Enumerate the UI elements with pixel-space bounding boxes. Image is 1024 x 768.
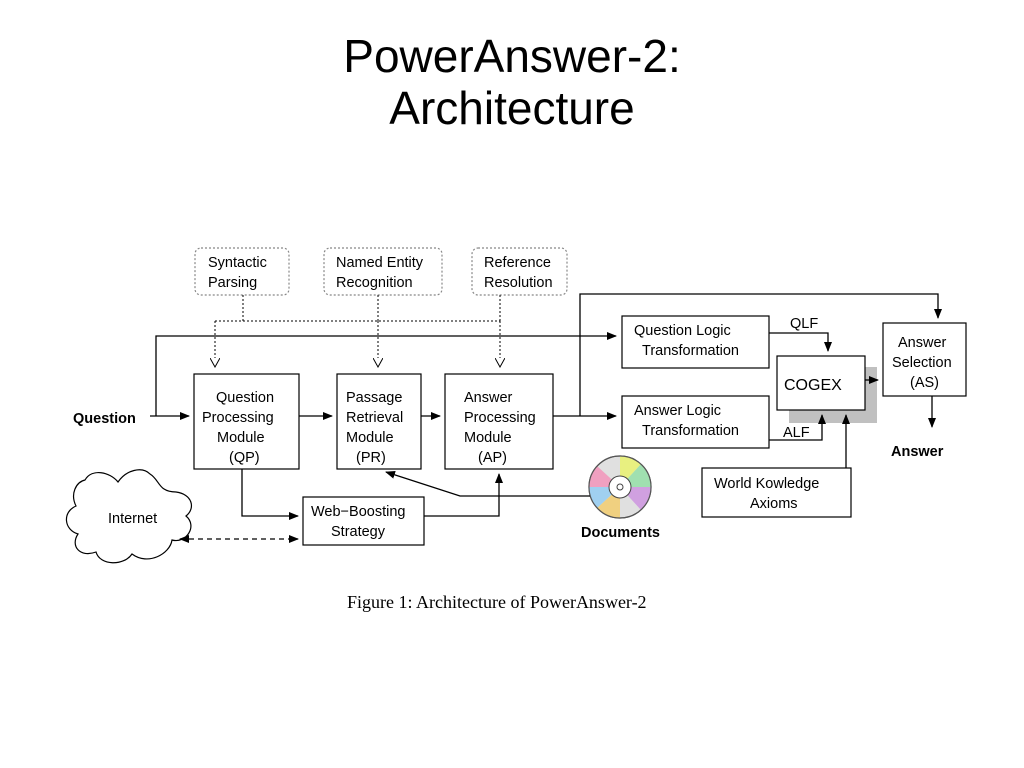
documents-cd-icon bbox=[588, 455, 652, 519]
slide-title-line-2: Architecture bbox=[389, 82, 635, 134]
alt-line-1: Answer Logic bbox=[634, 403, 721, 419]
answer-processing-module: Answer Processing Module (AP) bbox=[444, 373, 554, 470]
as-line-3: (AS) bbox=[910, 375, 939, 391]
cogex-box: COGEX bbox=[776, 355, 877, 423]
pr-line-4: (PR) bbox=[356, 450, 386, 466]
syntactic-parsing-box: Syntactic Parsing bbox=[194, 247, 290, 296]
pr-line-3: Module bbox=[346, 430, 394, 446]
web-boosting-line-2: Strategy bbox=[331, 524, 386, 540]
wka-line-1: World Kowledge bbox=[714, 476, 819, 492]
cogex-label: COGEX bbox=[784, 377, 842, 394]
internet-cloud: Internet bbox=[65, 469, 193, 564]
named-entity-line-1: Named Entity bbox=[336, 255, 424, 271]
qlf-label: QLF bbox=[790, 316, 818, 332]
syntactic-parsing-line-2: Parsing bbox=[208, 275, 257, 291]
qp-line-2: Processing bbox=[202, 410, 274, 426]
web-boosting-strategy-box: Web−Boosting Strategy bbox=[302, 496, 425, 546]
flow-edges bbox=[150, 293, 942, 543]
ap-line-4: (AP) bbox=[478, 450, 507, 466]
named-entity-recognition-box: Named Entity Recognition bbox=[323, 247, 443, 296]
passage-retrieval-module: Passage Retrieval Module (PR) bbox=[336, 373, 422, 470]
answer-logic-transformation-box: Answer Logic Transformation bbox=[621, 395, 770, 449]
world-knowledge-axioms-box: World Kowledge Axioms bbox=[701, 467, 852, 518]
syntactic-parsing-line-1: Syntactic bbox=[208, 255, 267, 271]
internet-label: Internet bbox=[108, 511, 157, 527]
ap-line-2: Processing bbox=[464, 410, 536, 426]
as-line-1: Answer bbox=[898, 335, 947, 351]
qlt-line-1: Question Logic bbox=[634, 323, 731, 339]
named-entity-line-2: Recognition bbox=[336, 275, 413, 291]
web-boosting-line-1: Web−Boosting bbox=[311, 504, 405, 520]
qp-line-1: Question bbox=[216, 390, 274, 406]
pr-line-1: Passage bbox=[346, 390, 402, 406]
annotator-connectors bbox=[215, 295, 500, 367]
reference-resolution-line-2: Resolution bbox=[484, 275, 553, 291]
wka-line-2: Axioms bbox=[750, 496, 798, 512]
qp-line-4: (QP) bbox=[229, 450, 260, 466]
figure-caption: Figure 1: Architecture of PowerAnswer-2 bbox=[347, 592, 647, 612]
question-processing-module: Question Processing Module (QP) bbox=[193, 373, 300, 470]
as-line-2: Selection bbox=[892, 355, 952, 371]
qp-line-3: Module bbox=[217, 430, 265, 446]
ap-line-1: Answer bbox=[464, 390, 513, 406]
slide-title: PowerAnswer-2: Architecture bbox=[0, 30, 1024, 134]
question-logic-transformation-box: Question Logic Transformation bbox=[621, 315, 770, 369]
question-input-label: Question bbox=[73, 411, 136, 427]
qlt-line-2: Transformation bbox=[642, 343, 739, 359]
slide-title-line-1: PowerAnswer-2: bbox=[343, 30, 681, 82]
answer-output-label: Answer bbox=[891, 444, 944, 460]
pr-line-2: Retrieval bbox=[346, 410, 403, 426]
reference-resolution-line-1: Reference bbox=[484, 255, 551, 271]
reference-resolution-box: Reference Resolution bbox=[471, 247, 568, 296]
answer-selection-box: Answer Selection (AS) bbox=[882, 322, 967, 397]
documents-label: Documents bbox=[581, 525, 660, 541]
alf-label: ALF bbox=[783, 425, 810, 441]
alt-line-2: Transformation bbox=[642, 423, 739, 439]
ap-line-3: Module bbox=[464, 430, 512, 446]
